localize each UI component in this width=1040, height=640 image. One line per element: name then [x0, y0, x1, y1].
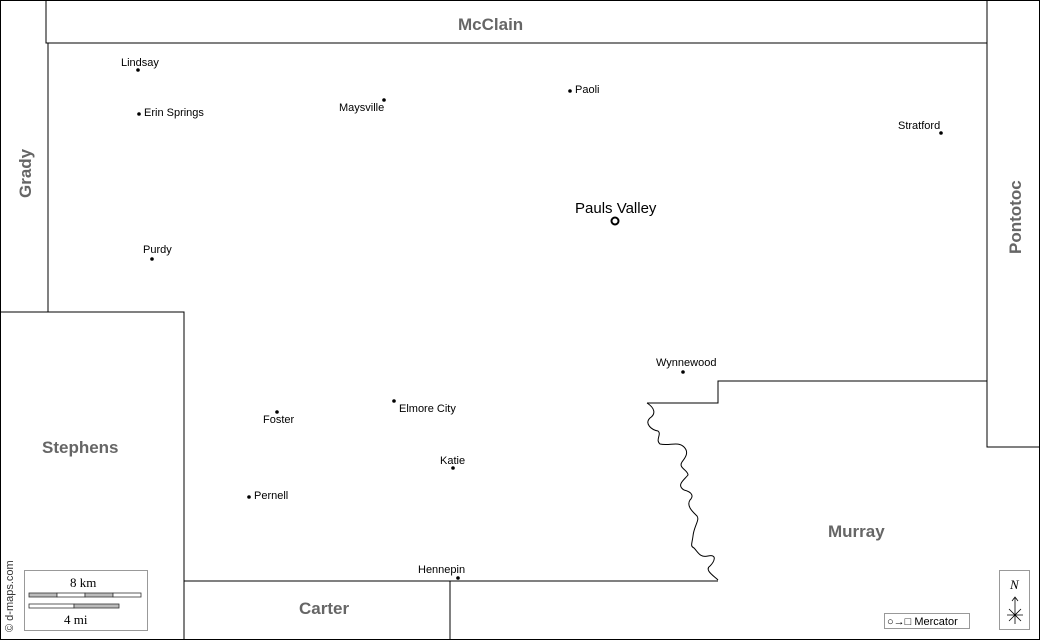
- north-box: [999, 570, 1030, 630]
- city-erin-springs: Erin Springs: [144, 107, 204, 119]
- city-hennepin: Hennepin: [418, 564, 466, 576]
- region-murray: Murray: [828, 522, 885, 541]
- projection-legend: ○→□ Mercator: [884, 613, 970, 629]
- city-pauls-valley: Pauls Valley: [575, 200, 657, 217]
- scale-box: [24, 570, 148, 631]
- city-dots: [136, 68, 943, 580]
- circle-to-square-icon: ○→□: [887, 616, 915, 628]
- projection-label: Mercator: [914, 616, 958, 628]
- region-stephens: Stephens: [42, 438, 119, 457]
- mcclain-border: [45, 0, 987, 44]
- city-katie: Katie: [440, 455, 466, 467]
- city-purdy: Purdy: [143, 244, 172, 256]
- pontotoc-border: [986, 0, 1040, 448]
- washita-river: [646, 402, 719, 581]
- city-pernell: Pernell: [254, 490, 289, 502]
- murray-border: [647, 380, 987, 404]
- city-maysville: Maysville: [339, 102, 385, 114]
- region-carter: Carter: [299, 599, 350, 618]
- scale-mi: 4 mi: [64, 612, 88, 627]
- credit: © d-maps.com: [4, 560, 16, 632]
- region-pontotoc: Pontotoc: [1006, 180, 1025, 254]
- city-elmore-city: Elmore City: [399, 403, 456, 415]
- region-grady: Grady: [16, 148, 35, 198]
- city-foster: Foster: [263, 414, 295, 426]
- city-lindsay: Lindsay: [121, 57, 159, 69]
- region-mcclain: McClain: [458, 15, 524, 34]
- scale-km: 8 km: [70, 575, 97, 590]
- pauls-valley-marker: [610, 216, 620, 226]
- stephens-border: [0, 311, 185, 640]
- city-wynnewood: Wynnewood: [656, 357, 717, 369]
- north-label: N: [1010, 577, 1019, 592]
- city-stratford: Stratford: [898, 120, 941, 132]
- north-arrow-icon: [1007, 596, 1023, 624]
- city-paoli: Paoli: [575, 84, 600, 96]
